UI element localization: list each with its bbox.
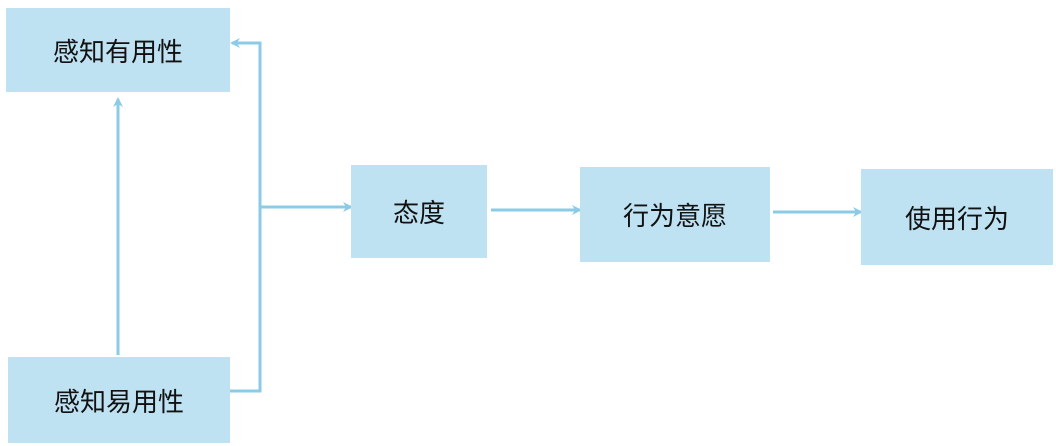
node-perceived-ease-of-use: 感知易用性 — [8, 357, 230, 443]
arrow-ease-to-usefulness-side — [230, 38, 262, 393]
node-perceived-usefulness: 感知有用性 — [6, 8, 230, 92]
node-behavioral-intention: 行为意愿 — [580, 167, 770, 262]
node-attitude: 态度 — [351, 165, 487, 258]
node-usage-behavior: 使用行为 — [861, 169, 1053, 265]
